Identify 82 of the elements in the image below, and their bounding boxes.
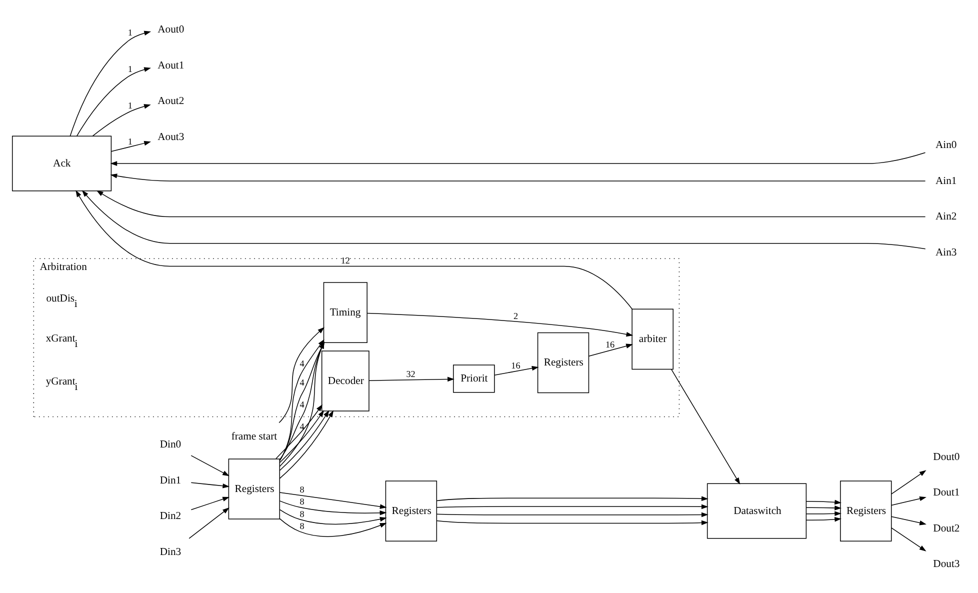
arrow xyxy=(805,505,841,510)
node-text: Aout2 xyxy=(157,96,184,107)
edge-label: 4 xyxy=(299,376,304,387)
arrow xyxy=(81,190,926,249)
arrow xyxy=(278,518,386,536)
node-text: Aout0 xyxy=(157,24,184,36)
node-text: Din2 xyxy=(159,510,181,522)
arrow xyxy=(805,510,841,516)
edge-label: 32 xyxy=(406,368,415,378)
node-box: Registers xyxy=(228,458,280,519)
arrow xyxy=(436,520,708,525)
node-text: Aout1 xyxy=(157,60,184,71)
arrow xyxy=(890,516,926,525)
node-text: Dout0 xyxy=(932,451,960,462)
arrow xyxy=(275,404,322,459)
arrow xyxy=(890,496,926,506)
edge-label: 8 xyxy=(299,484,304,494)
arrow xyxy=(75,190,632,309)
node-text: Ain3 xyxy=(934,246,956,258)
arrow xyxy=(278,410,334,478)
node-text: frame start xyxy=(230,430,277,442)
arrow xyxy=(278,492,386,508)
edge-label: 1 xyxy=(127,136,132,146)
node-text: Din3 xyxy=(159,546,181,558)
arrow xyxy=(110,140,151,152)
node-box: Dataswitch xyxy=(706,482,806,538)
node-text: Dout2 xyxy=(932,522,960,534)
node-box: Registers xyxy=(536,332,589,393)
arrow xyxy=(890,527,926,551)
arrow xyxy=(368,376,454,382)
node-box: Registers xyxy=(840,480,892,541)
node-text: Din1 xyxy=(159,474,181,486)
node-box: Ack xyxy=(11,135,112,191)
node-box: Decoder xyxy=(320,350,369,411)
node-box: Registers xyxy=(384,480,437,541)
arrow xyxy=(436,496,708,501)
edge-label: 1 xyxy=(127,27,132,38)
edge-label: 8 xyxy=(299,520,304,530)
arrow xyxy=(69,30,151,136)
edge-label: 12 xyxy=(340,255,350,266)
arrow xyxy=(278,500,386,515)
arrow xyxy=(278,410,324,463)
edge-label: 16 xyxy=(510,360,520,370)
arrow xyxy=(188,506,229,538)
node-text: Ain0 xyxy=(934,140,956,151)
arrow xyxy=(890,470,926,494)
arrow xyxy=(670,368,740,484)
arrow xyxy=(366,312,633,336)
arrow xyxy=(436,504,708,509)
edge-label: 8 xyxy=(299,496,304,506)
edge-label: 4 xyxy=(299,398,304,409)
arrow xyxy=(110,173,926,181)
node-text: Ain1 xyxy=(934,175,956,186)
edge-label: 2 xyxy=(512,310,518,321)
arrow xyxy=(805,516,841,522)
arrow xyxy=(588,343,632,356)
edge-label: 4 xyxy=(299,420,304,431)
arrow xyxy=(278,410,329,470)
arrow xyxy=(190,496,229,510)
node-box: Priorit xyxy=(452,364,494,392)
node-text: Dout1 xyxy=(932,487,960,498)
node-text: Din0 xyxy=(159,439,181,450)
arrow xyxy=(76,66,151,136)
node-text: Dout3 xyxy=(932,558,960,570)
arrow xyxy=(92,104,150,136)
arrow xyxy=(190,482,230,488)
node-text: Aout3 xyxy=(157,131,184,142)
arrow xyxy=(278,508,386,524)
arrow xyxy=(96,190,926,217)
arrow xyxy=(805,499,841,504)
arrow xyxy=(190,454,229,476)
edge-label: 4 xyxy=(299,358,304,368)
arrow xyxy=(110,152,926,166)
edge-label: 1 xyxy=(127,64,132,74)
node-text: Ain2 xyxy=(934,211,956,222)
edge-label: 1 xyxy=(127,100,132,110)
arrow xyxy=(494,365,538,375)
node-box: Timing xyxy=(322,282,367,342)
edge-label: 16 xyxy=(604,338,614,349)
arrow xyxy=(436,512,708,517)
edge-label: 8 xyxy=(299,508,304,518)
node-box: arbiter xyxy=(631,308,673,370)
